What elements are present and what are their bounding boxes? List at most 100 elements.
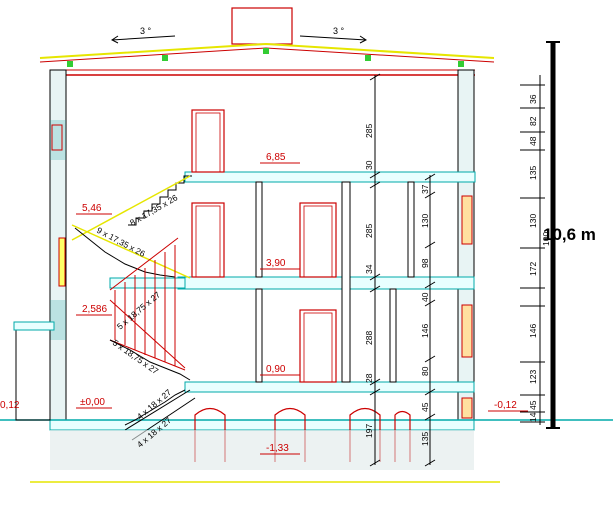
chimney	[231, 7, 293, 45]
porch-roof	[13, 321, 55, 331]
roof: 3 ° 3 °	[39, 7, 495, 76]
dim-197: 197	[364, 424, 374, 438]
dim-45: 45	[420, 402, 430, 412]
fr-dim-135: 135	[528, 166, 538, 180]
dim-28: 28	[364, 373, 374, 383]
dim-285-upper: 285	[364, 124, 374, 138]
elevation-2-586: 2,586	[82, 304, 107, 315]
dim-285-mid: 285	[364, 224, 374, 238]
fr-dim-36: 36	[528, 94, 538, 104]
door	[303, 312, 333, 383]
basement-arch	[274, 407, 306, 462]
roof-line-yellow	[39, 42, 495, 59]
fr-dim-123: 123	[528, 370, 538, 384]
stairs	[71, 175, 196, 441]
total-height-bar: 10,6 m	[543, 41, 596, 429]
basement-arch	[194, 407, 226, 462]
elevation-labels: 6,85 5,46 3,90 2,586 0,90 ±0,00 0,12 -0,…	[0, 152, 528, 455]
slab-attic	[184, 171, 476, 183]
roof-bracket	[162, 55, 168, 61]
elevation-0-12-right: -0,12	[494, 400, 517, 411]
pitch-arrow-left-head	[111, 35, 119, 44]
roof-bracket	[263, 48, 269, 54]
door	[303, 205, 333, 278]
stair-landing	[109, 277, 186, 289]
pitch-arrow-right-head	[359, 35, 367, 44]
fr-dim-146: 146	[528, 324, 538, 338]
interior-walls	[255, 181, 415, 383]
fr-dim-130: 130	[528, 214, 538, 228]
dim-37: 37	[420, 184, 430, 194]
stair-flight-upper	[128, 175, 192, 226]
stair-flight-mid-edge	[71, 224, 191, 279]
elevation-0-12-left: 0,12	[0, 400, 20, 411]
pitch-arrow-right	[299, 35, 367, 41]
door	[191, 109, 225, 173]
left-window	[58, 237, 66, 287]
dim-40: 40	[420, 292, 430, 302]
fr-dim-48: 48	[528, 136, 538, 146]
roof-pitch-right: 3 °	[333, 26, 345, 36]
basement-arch	[394, 410, 411, 462]
door	[299, 309, 337, 383]
dim-80: 80	[420, 366, 430, 376]
fr-dim-100: 100	[541, 232, 551, 246]
elevation-0-90: 0,90	[266, 364, 286, 375]
left-wall-hatch-2	[50, 300, 66, 340]
dim-135: 135	[420, 432, 430, 446]
stair-label-2: 9 x 17,35 x 26	[95, 225, 147, 259]
right-dimension-chain: 37 130 98 40 146 80 45 135	[420, 173, 436, 467]
outer-walls	[49, 69, 475, 421]
slab-ground	[184, 381, 475, 393]
dim-146: 146	[420, 324, 430, 338]
stair-railing	[109, 237, 186, 371]
right-window-lower	[461, 304, 473, 358]
dim-30: 30	[364, 160, 374, 170]
elevation-0-00: ±0,00	[80, 397, 105, 408]
right-wall	[457, 69, 475, 421]
dim-130: 130	[420, 214, 430, 228]
fr-dim-45: 45	[528, 400, 538, 410]
doors	[191, 109, 411, 462]
stair-flight-basement	[124, 389, 186, 426]
stair-labels: 8 x 17,35 x 26 9 x 17,35 x 26 5 x 18,75 …	[95, 192, 179, 449]
column	[407, 181, 415, 278]
basement-right-window	[461, 397, 473, 419]
roof-pitch-left: 3 °	[140, 26, 152, 36]
column	[341, 181, 351, 383]
door	[195, 205, 221, 278]
basement-hatch	[13, 321, 474, 470]
dim-98: 98	[420, 258, 430, 268]
stair-flight-lower	[109, 339, 191, 381]
door	[299, 202, 337, 278]
column	[255, 288, 263, 383]
fr-dim-14: 14	[528, 412, 538, 422]
stair-flight-basement-edge	[124, 389, 191, 431]
elevation-minus-1-33: -1,33	[266, 443, 289, 454]
roof-bracket	[458, 61, 464, 67]
fr-dim-172: 172	[528, 262, 538, 276]
dim-288: 288	[364, 331, 374, 345]
elevation-3-90: 3,90	[266, 258, 286, 269]
dim-34: 34	[364, 264, 374, 274]
roof-bracket	[67, 61, 73, 67]
door	[195, 112, 221, 173]
elevation-6-85: 6,85	[266, 152, 286, 163]
far-right-dimension-chain: 36 82 48 135 130 100 172 146 123 45 14	[520, 75, 551, 425]
total-height-label: 10,6 m	[543, 225, 596, 244]
left-window-upper	[51, 124, 63, 151]
roof-bracket	[365, 55, 371, 61]
door	[191, 202, 225, 278]
pitch-arrow-left	[111, 35, 176, 41]
stair-flight-upper-edge	[71, 175, 191, 241]
basement-floor-fill	[50, 430, 474, 470]
stair-flight-mid	[74, 227, 176, 278]
stair-label-1: 8 x 17,35 x 26	[128, 192, 179, 227]
elevation-5-46: 5,46	[82, 203, 102, 214]
middle-dimension-chain: 285 30 285 34 288 28 197	[364, 73, 381, 467]
entrance-porch	[15, 327, 51, 421]
column	[255, 181, 263, 278]
fr-dim-82: 82	[528, 116, 538, 126]
floor-slabs	[0, 171, 613, 483]
